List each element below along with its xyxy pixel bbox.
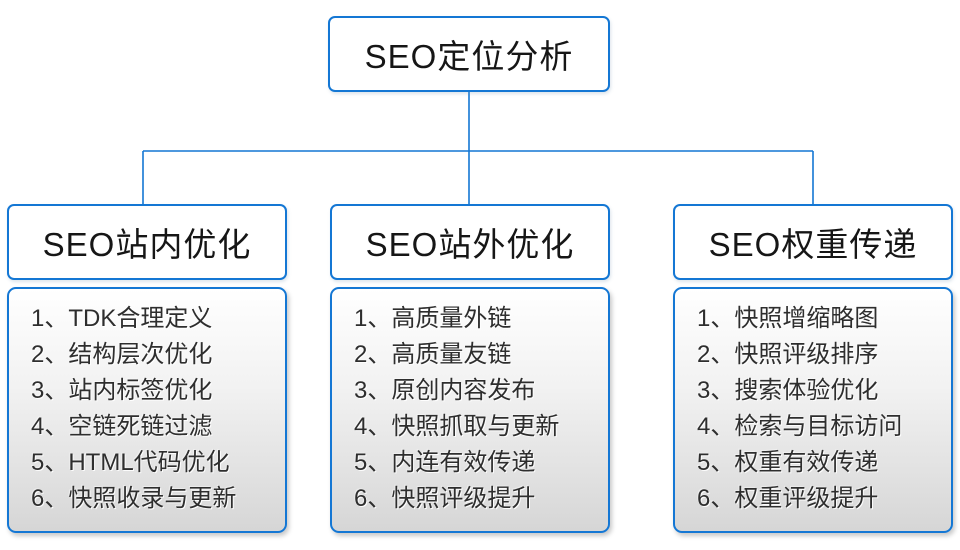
list-item: 2、高质量友链 — [354, 341, 512, 368]
list-item: 1、快照增缩略图 — [697, 305, 879, 332]
branch-panel-onsite: 1、TDK合理定义 2、结构层次优化 3、站内标签优化 4、空链死链过滤 5、H… — [7, 287, 287, 533]
list-item: 4、空链死链过滤 — [31, 413, 213, 440]
list-item: 4、快照抓取与更新 — [354, 413, 560, 440]
branch-node-onsite: SEO站内优化 — [7, 204, 287, 280]
list-item: 5、权重有效传递 — [697, 449, 879, 476]
branch-node-label: SEO站外优化 — [365, 226, 575, 263]
list-item: 5、内连有效传递 — [354, 449, 536, 476]
root-node-label: SEO定位分析 — [364, 38, 574, 75]
list-item: 6、快照评级提升 — [354, 485, 536, 512]
branch-node-weight: SEO权重传递 — [673, 204, 953, 280]
list-item: 6、权重评级提升 — [697, 485, 879, 512]
list-item: 3、原创内容发布 — [354, 377, 536, 404]
list-item: 1、TDK合理定义 — [31, 305, 213, 332]
list-item: 5、HTML代码优化 — [31, 449, 230, 476]
list-item: 2、结构层次优化 — [31, 341, 213, 368]
list-item: 4、检索与目标访问 — [697, 413, 903, 440]
branch-node-offsite: SEO站外优化 — [330, 204, 610, 280]
root-node: SEO定位分析 — [328, 16, 610, 92]
branch-panel-offsite: 1、高质量外链 2、高质量友链 3、原创内容发布 4、快照抓取与更新 5、内连有… — [330, 287, 610, 533]
list-item: 3、搜索体验优化 — [697, 377, 879, 404]
branch-node-label: SEO权重传递 — [708, 226, 918, 263]
branch-node-label: SEO站内优化 — [42, 226, 252, 263]
list-item: 2、快照评级排序 — [697, 341, 879, 368]
branch-panel-weight: 1、快照增缩略图 2、快照评级排序 3、搜索体验优化 4、检索与目标访问 5、权… — [673, 287, 953, 533]
list-item: 3、站内标签优化 — [31, 377, 213, 404]
list-item: 1、高质量外链 — [354, 305, 512, 332]
list-item: 6、快照收录与更新 — [31, 485, 237, 512]
